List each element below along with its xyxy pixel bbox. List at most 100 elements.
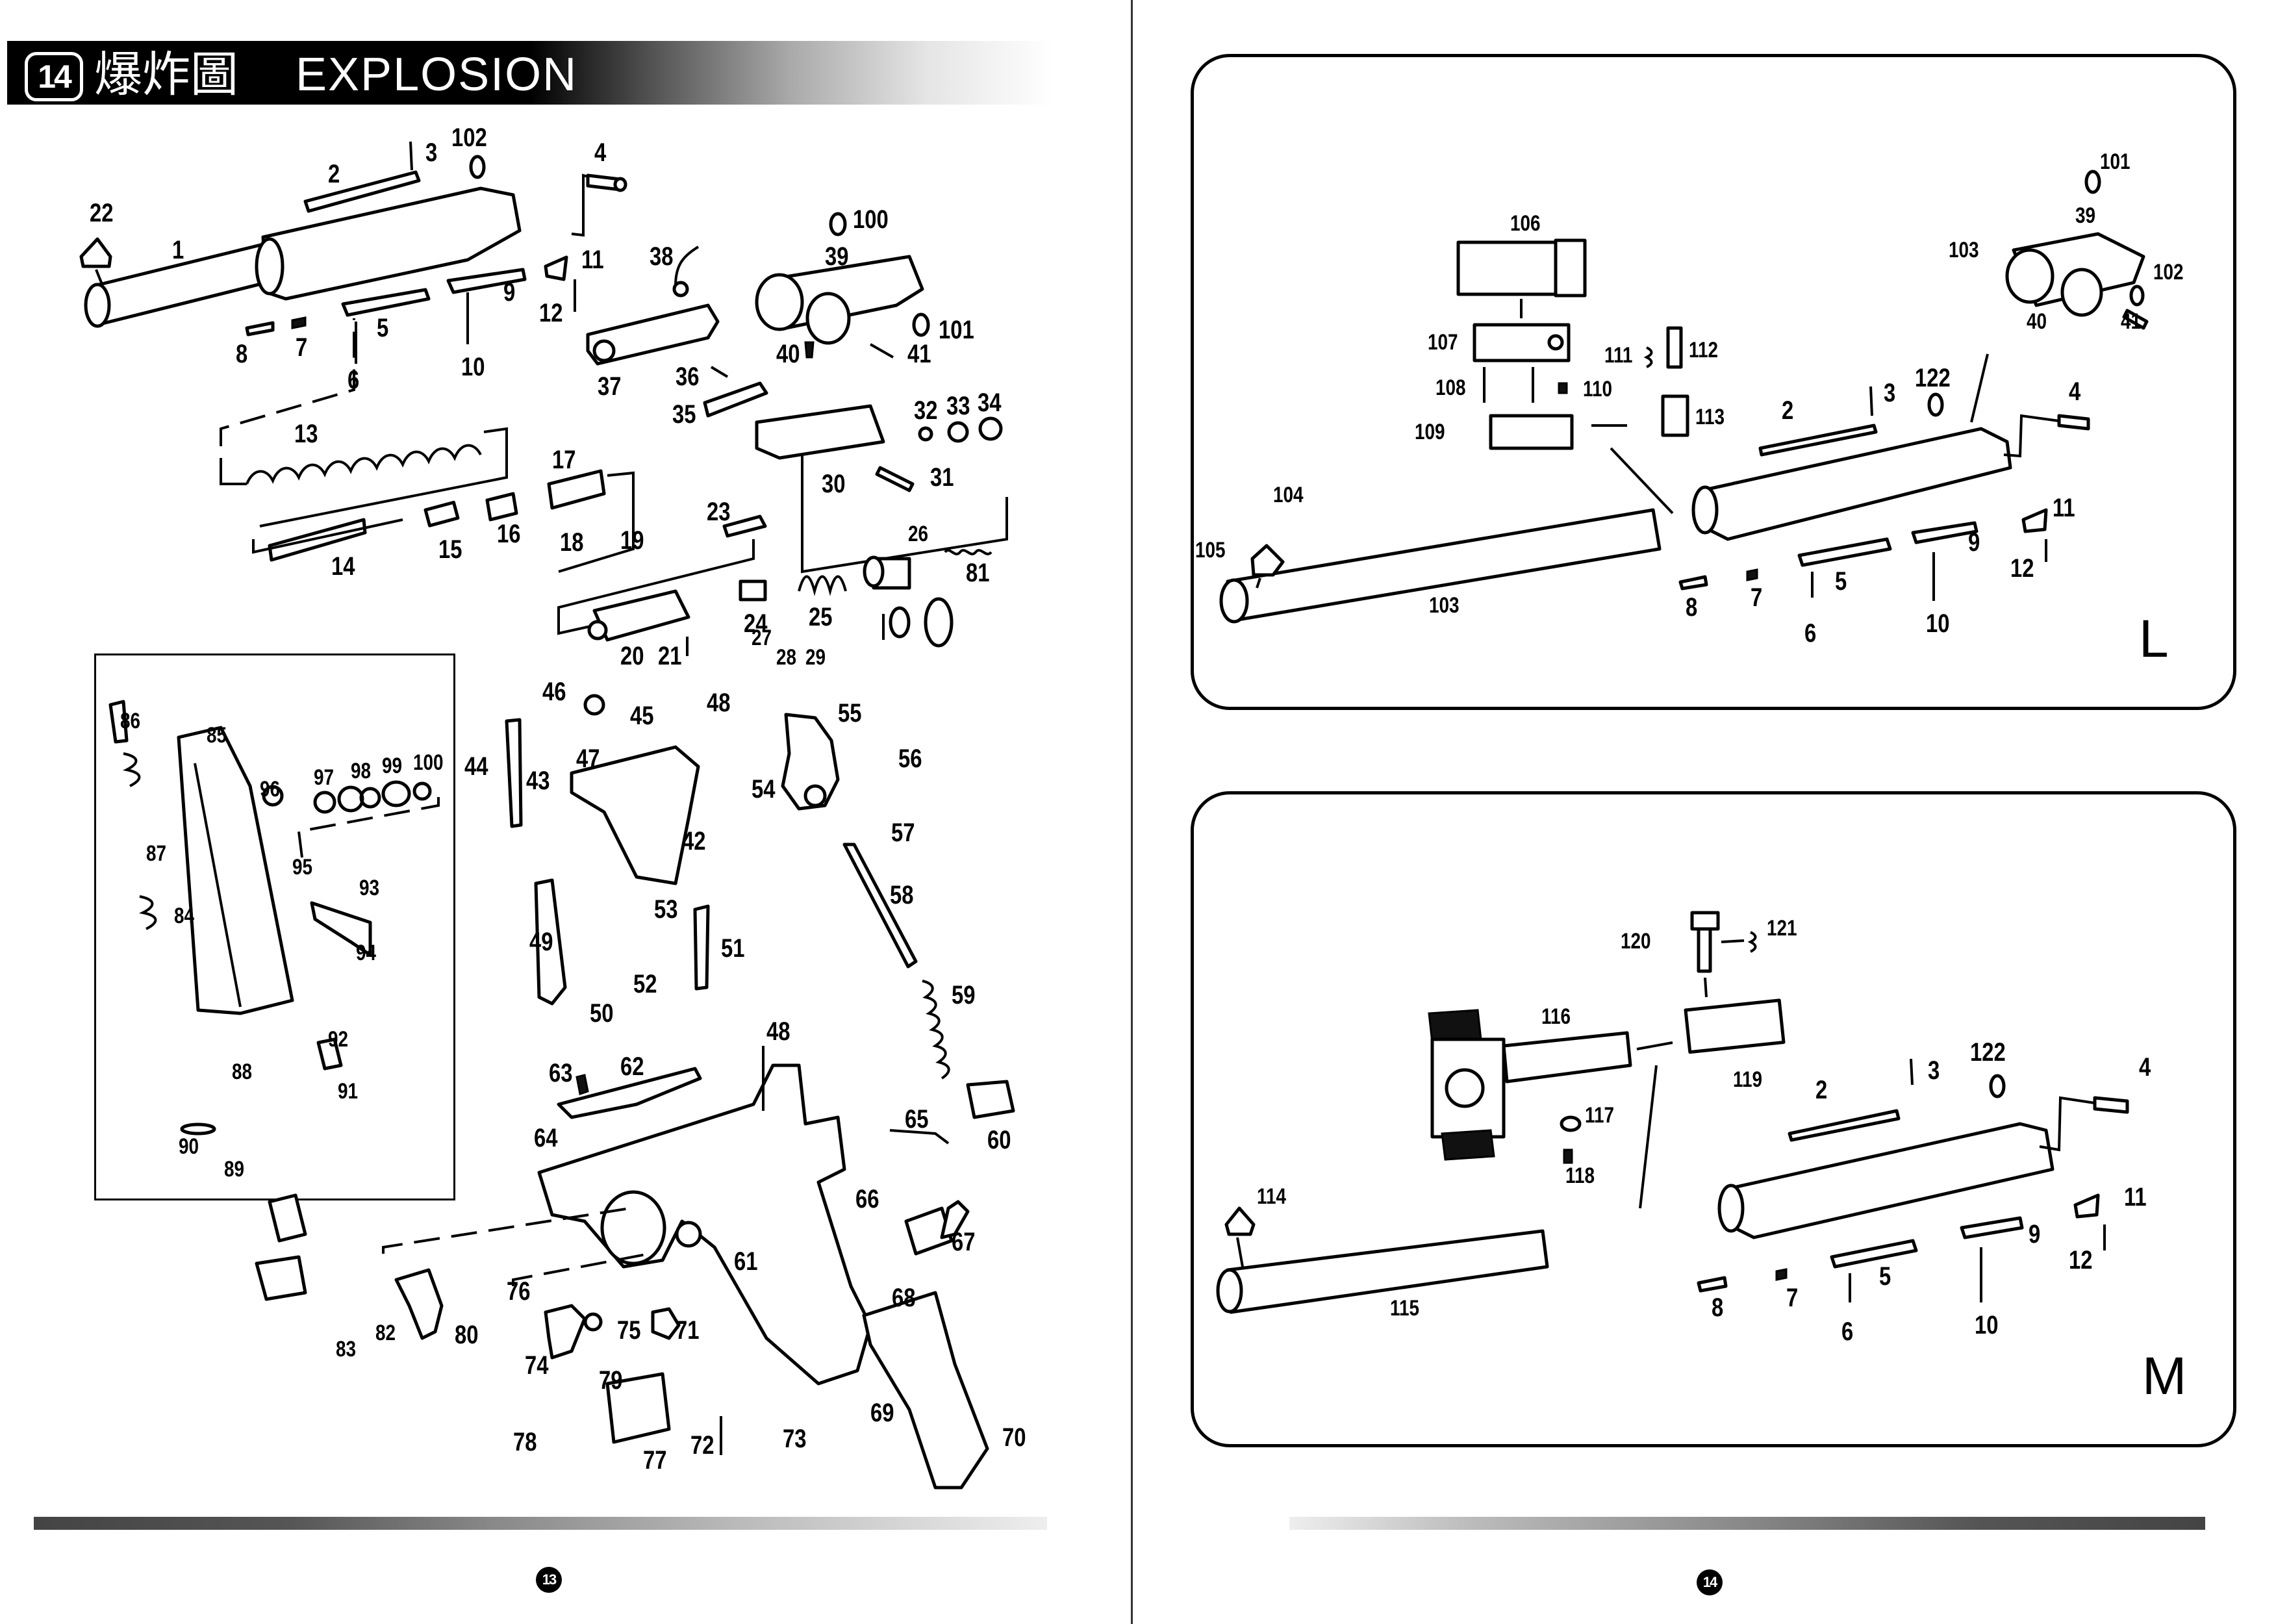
part-label: 26 — [908, 522, 929, 546]
part-label: 50 — [590, 999, 614, 1028]
part-label: 112 — [1689, 338, 1718, 362]
part-label: 120 — [1621, 929, 1651, 954]
part-hammer — [781, 713, 840, 811]
part-label: 14 — [331, 552, 355, 581]
part-label: 31 — [930, 463, 954, 492]
part-label: 52 — [633, 970, 657, 998]
part-label: 78 — [513, 1428, 537, 1456]
section-title-english: EXPLOSION — [296, 49, 578, 101]
part-label: 3 — [1928, 1056, 1940, 1085]
part-label: 28 — [776, 645, 797, 670]
part-label: 81 — [966, 559, 990, 587]
part-label: 30 — [822, 470, 846, 498]
part-label: 33 — [946, 392, 970, 420]
part-label: 3 — [425, 138, 438, 167]
part-label: 95 — [292, 855, 313, 880]
part-label: 12 — [539, 299, 563, 327]
part-label: 7 — [1751, 583, 1763, 612]
part-label: 39 — [2075, 203, 2096, 228]
part-label: 18 — [560, 528, 584, 557]
part-label: 117 — [1585, 1103, 1614, 1128]
part-label: 7 — [296, 333, 308, 362]
part-label: 102 — [2153, 260, 2184, 285]
part-label: 85 — [207, 723, 227, 748]
part-label: 17 — [552, 446, 576, 474]
part-label: 5 — [1835, 567, 1847, 596]
part-label: 7 — [1786, 1284, 1799, 1312]
part-label: 4 — [2139, 1053, 2151, 1082]
part-label: 39 — [825, 242, 849, 271]
part-label: 116 — [1541, 1004, 1571, 1029]
part-label: 54 — [752, 775, 776, 804]
part-front-sight — [79, 237, 112, 268]
part-label: 94 — [356, 941, 377, 965]
part-label: 6 — [1804, 619, 1817, 648]
part-label: 80 — [455, 1321, 479, 1349]
part-frame — [537, 1063, 872, 1386]
part-label: 121 — [1767, 916, 1797, 941]
part-label: 74 — [525, 1351, 549, 1380]
part-label: 75 — [617, 1316, 641, 1345]
part-trigger-plate — [570, 745, 700, 885]
part-label: 58 — [890, 881, 914, 909]
part-label: 11 — [581, 246, 604, 274]
part-label: 23 — [707, 498, 731, 526]
section-header-bar — [7, 41, 1053, 105]
part-label: 122 — [1915, 364, 1951, 392]
part-label: 101 — [2100, 149, 2131, 174]
part-label: 44 — [464, 752, 488, 781]
part-label: 1 — [172, 236, 184, 264]
part-label: 84 — [174, 904, 195, 928]
part-label: 40 — [2027, 309, 2047, 334]
part-label: 67 — [952, 1228, 976, 1256]
part-label: 115 — [1390, 1296, 1419, 1321]
part-label: 103 — [1429, 593, 1460, 618]
part-label: 5 — [1879, 1262, 1891, 1291]
page-number-left: 13 — [536, 1567, 562, 1593]
part-label: 15 — [438, 535, 462, 564]
part-label: 12 — [2010, 554, 2034, 583]
part-label: 60 — [987, 1126, 1011, 1154]
part-label: 98 — [351, 759, 372, 783]
part-label: 70 — [1002, 1423, 1026, 1452]
part-recoil-spring — [246, 444, 482, 485]
part-label: 63 — [549, 1059, 573, 1087]
part-label: 46 — [542, 678, 566, 706]
part-barrel-M — [1226, 1229, 1549, 1314]
part-label: 118 — [1565, 1163, 1595, 1188]
part-label: 2 — [328, 160, 340, 188]
part-label: 88 — [232, 1059, 253, 1084]
part-label: 66 — [855, 1185, 879, 1213]
part-label: 21 — [658, 642, 682, 670]
part-label: 97 — [314, 765, 335, 790]
part-label: 114 — [1257, 1184, 1286, 1209]
part-label: 24 — [744, 609, 768, 638]
part-label: 102 — [451, 123, 487, 152]
part-label: 22 — [90, 199, 114, 227]
part-bolt — [547, 469, 606, 510]
part-label: 57 — [891, 818, 915, 847]
part-label: 35 — [672, 400, 696, 429]
part-label: 65 — [905, 1105, 929, 1134]
part-label: 9 — [2029, 1220, 2041, 1249]
part-label: 48 — [707, 689, 731, 717]
part-label: 34 — [978, 388, 1002, 417]
part-label: 10 — [1926, 609, 1950, 638]
part-label: 6 — [1841, 1317, 1854, 1346]
part-label: 9 — [503, 278, 516, 307]
book-spine — [1131, 0, 1133, 1624]
part-label: 11 — [2124, 1183, 2147, 1212]
part-bolt-carrier — [755, 404, 885, 460]
exploded-view-drawing — [79, 141, 1015, 1490]
part-label: 90 — [179, 1134, 199, 1159]
part-label: 4 — [2069, 377, 2081, 406]
part-label: 9 — [1968, 528, 1980, 557]
part-label: 103 — [1949, 238, 1979, 262]
part-label: 37 — [598, 372, 622, 401]
left-page: 14 爆炸圖 EXPLOSION — [0, 0, 1132, 1624]
part-label: 51 — [721, 934, 745, 963]
footer-bar-left — [34, 1517, 1047, 1530]
part-label: 49 — [529, 928, 553, 956]
variant-panel-M: M — [1191, 791, 2236, 1447]
